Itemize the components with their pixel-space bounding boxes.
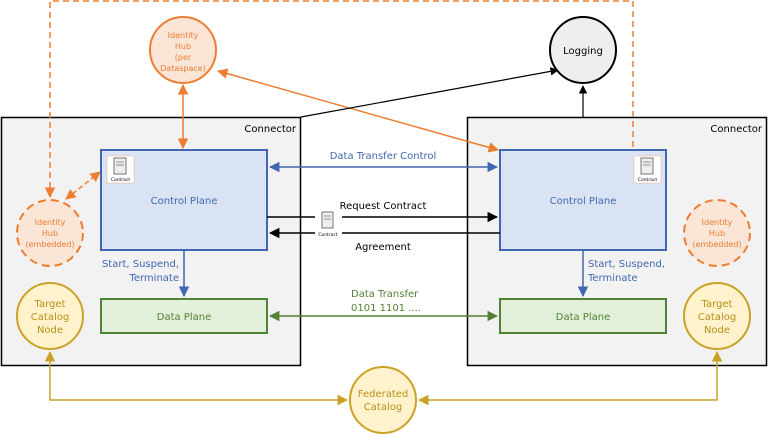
logging-node — [549, 16, 617, 84]
identity-hub-dataspace — [149, 16, 217, 84]
data-plane-right — [499, 298, 667, 334]
target-catalog-line: Target — [34, 299, 66, 310]
request-contract-label: Request Contract — [340, 201, 427, 212]
data-plane-right-label: Data Plane — [556, 312, 610, 323]
data-transfer-label: Data Transfer — [351, 289, 419, 300]
svg-text:Contract: Contract — [318, 232, 338, 238]
left-catalog-link — [44, 350, 349, 406]
target-catalog-line: Node — [704, 325, 730, 336]
federated-catalog-line: Catalog — [364, 402, 402, 413]
target-catalog-node-right — [683, 282, 751, 350]
target-catalog-line: Catalog — [31, 312, 69, 323]
start-label: Start, Suspend, — [588, 259, 665, 270]
dashed-embedded-link — [65, 171, 101, 200]
identity-hub-embedded-line: Identity — [35, 218, 66, 227]
logging-label: Logging — [563, 46, 603, 57]
data-plane-left-label: Data Plane — [157, 312, 211, 323]
target-catalog-node-left — [16, 282, 84, 350]
hub-to-right-control-arrow — [216, 68, 500, 153]
start-label: Terminate — [128, 273, 179, 284]
target-catalog-line: Node — [37, 325, 63, 336]
federated-catalog — [349, 366, 417, 434]
identity-hub-dataspace-line: (per — [175, 53, 192, 62]
identity-hub-dataspace-line: Hub — [175, 42, 191, 51]
identity-hub-embedded-right — [683, 199, 751, 267]
identity-hub-dataspace-line: Dataspace) — [160, 64, 206, 73]
identity-hub-embedded-line: Hub — [709, 229, 725, 238]
federated-catalog-line: Federated — [358, 389, 409, 400]
data-plane-left — [100, 298, 268, 334]
svg-text:Contract: Contract — [638, 177, 658, 183]
dashed-identity-link — [44, 0, 634, 199]
data-transfer-label: 0101 1101 .... — [351, 303, 421, 314]
identity-hub-embedded-line: (embedded) — [25, 240, 74, 249]
left-logging-arrow — [300, 67, 559, 118]
start-label: Start, Suspend, — [102, 259, 179, 270]
data-transfer-control-label: Data Transfer Control — [330, 151, 437, 162]
identity-hub-embedded-line: (embedded) — [692, 240, 741, 249]
start-label: Terminate — [587, 273, 638, 284]
target-catalog-line: Catalog — [698, 312, 736, 323]
identity-hub-embedded-line: Hub — [42, 229, 58, 238]
agreement-label: Agreement — [355, 242, 411, 253]
connector-left-label: Connector — [244, 124, 296, 135]
contract-icon: Contract — [633, 155, 662, 184]
identity-hub-embedded-left — [16, 199, 84, 267]
right-catalog-link — [417, 350, 723, 406]
identity-hub-dataspace-line: Identity — [168, 31, 199, 40]
control-plane-right-label: Control Plane — [550, 196, 617, 207]
identity-hub-embedded-line: Identity — [702, 218, 733, 227]
contract-icon: Contract — [106, 155, 135, 184]
svg-text:Contract: Contract — [111, 177, 131, 183]
connector-right-label: Connector — [710, 124, 762, 135]
control-plane-left-label: Control Plane — [151, 196, 218, 207]
target-catalog-line: Target — [701, 299, 733, 310]
contract-icon: Contract — [315, 211, 342, 239]
